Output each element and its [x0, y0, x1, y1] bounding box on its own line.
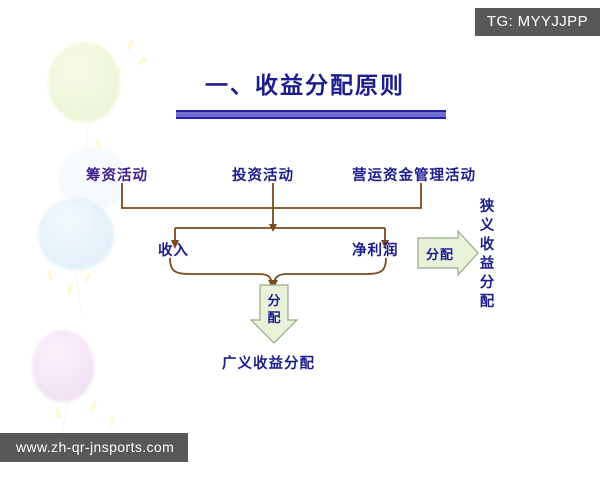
node-financing-activity: 筹资活动: [86, 168, 148, 184]
down-arrow-label: 分 配: [266, 292, 282, 326]
node-net-profit: 净利润: [352, 243, 399, 259]
website-watermark-badge: www.zh-qr-jnsports.com: [0, 433, 189, 462]
sparkle-icon: [136, 56, 148, 67]
right-arrow-label: 分配: [426, 247, 455, 262]
sparkle-icon: [125, 39, 135, 52]
balloon-green-decoration: [48, 42, 120, 122]
node-working-capital-management-activity: 营运资金管理活动: [352, 168, 476, 184]
balloon-string-icon: [74, 268, 83, 316]
node-broad-income-distribution: 广义收益分配: [222, 356, 315, 372]
node-narrow-income-distribution: 狭义收益分配: [479, 199, 495, 310]
sparkle-icon: [46, 269, 54, 282]
sparkle-icon: [66, 283, 74, 296]
sparkle-icon: [83, 271, 93, 284]
sparkle-icon: [90, 399, 98, 412]
node-revenue: 收入: [158, 243, 189, 259]
balloon-blue-decoration: [38, 198, 114, 270]
sparkle-icon: [54, 407, 62, 420]
node-investing-activity: 投资活动: [232, 168, 294, 184]
down-arrow-label-char-1: 分: [267, 293, 281, 308]
sparkle-icon: [115, 65, 121, 78]
balloon-pink-decoration: [32, 330, 94, 402]
sparkle-icon: [109, 415, 115, 428]
down-arrow-label-char-2: 配: [267, 310, 281, 325]
page-title: 一、收益分配原则: [205, 73, 405, 98]
title-underline-rule: [176, 110, 446, 119]
telegram-watermark-badge: TG: MYYJJPP: [474, 8, 600, 36]
